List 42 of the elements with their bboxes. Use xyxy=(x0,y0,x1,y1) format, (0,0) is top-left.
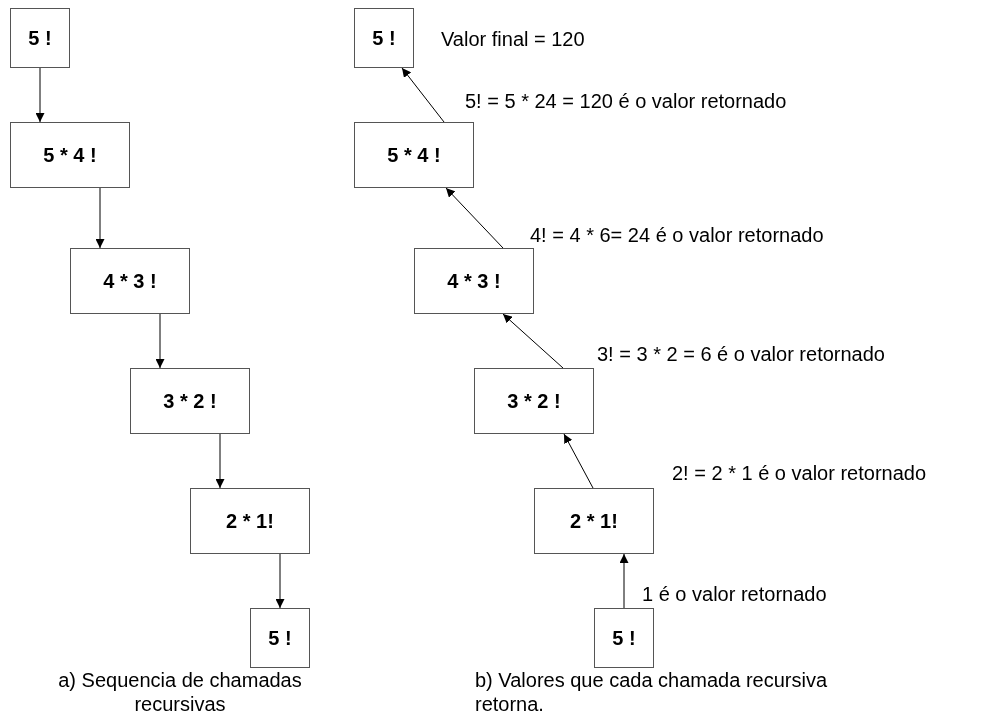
box-label: 5 ! xyxy=(372,26,396,50)
box-label: 3 * 2 ! xyxy=(163,389,217,413)
process-box xyxy=(250,608,310,668)
edge-label: 1 é o valor retornado xyxy=(642,583,827,606)
box-label: 5 ! xyxy=(28,26,52,50)
process-box xyxy=(130,368,250,434)
process-box xyxy=(10,8,70,68)
arrow xyxy=(275,553,285,609)
caption: a) Sequencia de chamadas recursivas xyxy=(57,668,303,716)
arrow xyxy=(155,313,165,369)
edge-label: 3! = 3 * 2 = 6 é o valor retornado xyxy=(597,343,885,366)
process-box xyxy=(594,608,654,668)
edge-label: 5! = 5 * 24 = 120 é o valor retornado xyxy=(465,90,787,113)
box-label: 5 ! xyxy=(612,626,636,650)
process-box xyxy=(534,488,654,554)
process-box xyxy=(474,368,594,434)
process-box xyxy=(10,122,130,188)
arrow xyxy=(401,67,445,123)
arrow xyxy=(215,433,225,489)
box-label: 4 * 3 ! xyxy=(447,269,501,293)
arrow xyxy=(35,67,45,123)
box-label: 5 * 4 ! xyxy=(387,143,441,167)
process-box xyxy=(354,8,414,68)
process-box xyxy=(354,122,474,188)
process-box xyxy=(414,248,534,314)
arrow xyxy=(619,553,629,609)
arrow xyxy=(563,433,594,489)
box-label: 2 * 1! xyxy=(226,509,274,533)
arrow xyxy=(445,187,504,249)
arrow xyxy=(95,187,105,249)
edge-label: 2! = 2 * 1 é o valor retornado xyxy=(672,462,927,485)
process-box xyxy=(70,248,190,314)
box-label: 5 * 4 ! xyxy=(43,143,97,167)
box-label: 2 * 1! xyxy=(570,509,618,533)
process-box xyxy=(190,488,310,554)
edge-label: 4! = 4 * 6= 24 é o valor retornado xyxy=(530,224,824,247)
box-label: 4 * 3 ! xyxy=(103,269,157,293)
arrow xyxy=(502,313,564,369)
caption: b) Valores que cada chamada recursiva retorna. xyxy=(475,668,829,716)
box-label: 3 * 2 ! xyxy=(507,389,561,413)
result-note: Valor final = 120 xyxy=(441,28,585,51)
box-label: 5 ! xyxy=(268,626,292,650)
